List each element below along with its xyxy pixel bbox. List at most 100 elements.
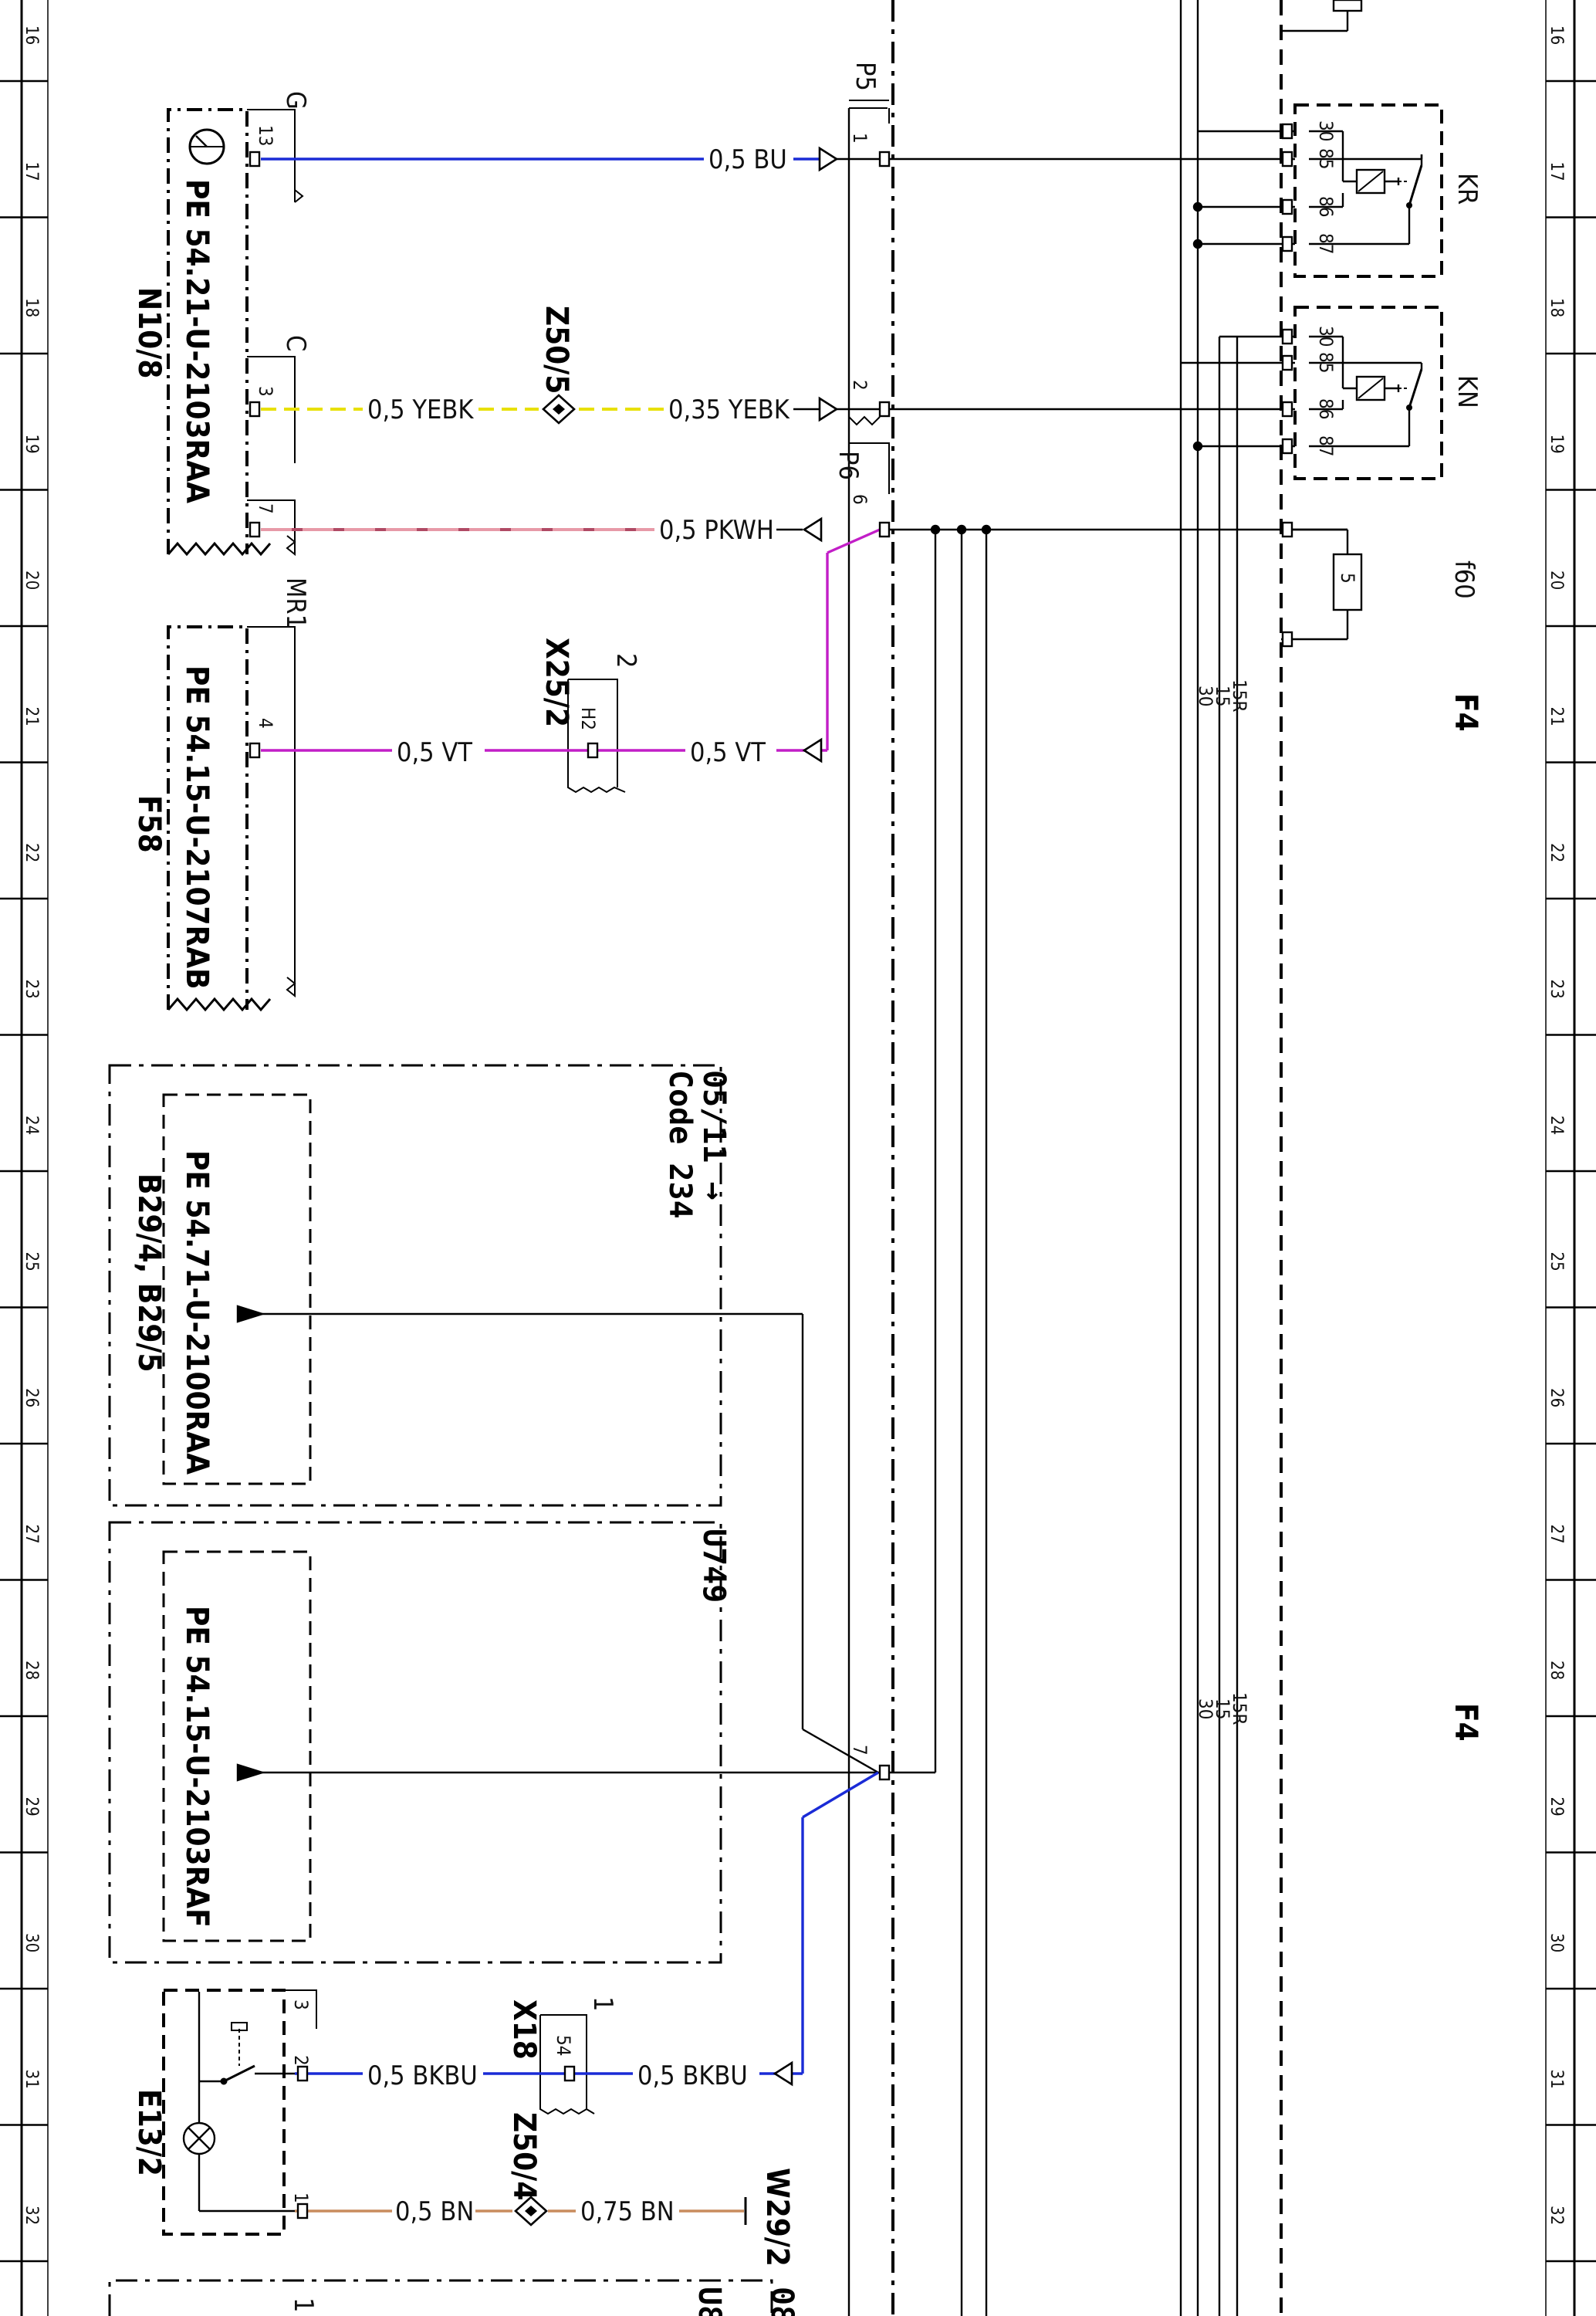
- terminal-pin-2: [249, 521, 261, 538]
- ruler-label-left: 22: [22, 843, 41, 862]
- terminal-pin-19: [1281, 438, 1293, 455]
- x18-sub: 54: [553, 2035, 574, 2056]
- f58-pin4: 4: [255, 718, 276, 729]
- terminal-pin-5: [878, 401, 891, 418]
- ruler-label-right: 25: [1547, 1252, 1566, 1271]
- n10-8-pin3: 3: [255, 386, 276, 397]
- terminal-pin-14: [1281, 198, 1293, 215]
- terminal-pin-8: [587, 742, 599, 759]
- ruler-label-left: 20: [22, 571, 41, 590]
- e13-2-pin2: 2: [290, 2055, 312, 2066]
- wire-label-yebk-2: 0,35 YEBK: [668, 394, 790, 425]
- terminal-pin-3: [249, 742, 261, 759]
- b29-code-date: 05/11 →: [696, 1070, 732, 1200]
- ruler-label-left: 25: [22, 1252, 41, 1271]
- ruler-label-right: 28: [1547, 1661, 1566, 1680]
- relay-kr: [1293, 103, 1443, 278]
- n10-8-pin7: 7: [255, 503, 276, 514]
- ruler-label-left: 31: [22, 2070, 41, 2089]
- wire-violet-e: [827, 528, 881, 554]
- ruler-label-right: 22: [1547, 843, 1566, 862]
- terminal-pin-11: [296, 2203, 309, 2220]
- ruler-label-left: 29: [22, 1797, 41, 1817]
- ruler-label-right: 32: [1547, 2206, 1566, 2225]
- terminal-pin-7: [878, 1764, 891, 1781]
- wire-labels: 0,5 BU 0,5 YEBK 0,35 YEBK 0,5 PKWH 0,5 V…: [367, 144, 790, 2227]
- b29-code: Code 234: [662, 1070, 698, 1219]
- u749-name: U749: [696, 1529, 732, 1603]
- n10-8-name: N10/8: [131, 287, 167, 378]
- ruler-label-left: 26: [22, 1388, 41, 1407]
- frame-bottom-partial: [108, 2279, 773, 2316]
- e13-2-pin3: 3: [290, 1999, 312, 2010]
- n10-8-conn-g: G: [280, 91, 311, 110]
- ruler-label-left: 21: [22, 707, 41, 726]
- ruler-label-right: 18: [1547, 298, 1566, 317]
- ruler-label-right: 23: [1547, 980, 1566, 999]
- splice-z50-4-dot: [525, 2206, 537, 2216]
- wire-label-yebk-1: 0,5 YEBK: [367, 394, 474, 425]
- ruler-label-left: 30: [22, 1933, 41, 1952]
- x25-2-sub: H2: [577, 707, 599, 730]
- fuse-f60: [880, 524, 1363, 641]
- ruler-right: [1545, 0, 1576, 2316]
- f58-conn-mr1: MR1: [280, 577, 311, 629]
- p5-name: P5: [850, 62, 881, 91]
- wire-label-vt-1: 0,5 VT: [397, 737, 472, 768]
- terminal-pin-10: [296, 2065, 309, 2082]
- ruler-label-right: 31: [1547, 2070, 1566, 2089]
- frame-u749: [108, 1521, 722, 1964]
- bus-top-30: 30: [1195, 686, 1216, 706]
- wire-blue-bkbu-e: [802, 1771, 879, 1819]
- ruler-label-right: 24: [1547, 1116, 1566, 1135]
- terminal-pin-15: [1281, 235, 1293, 252]
- ruler-label-right: 26: [1547, 1388, 1566, 1407]
- kn-t86: 86: [1315, 398, 1337, 419]
- kn-t30: 30: [1315, 326, 1337, 347]
- connector-x18-box: [539, 2014, 595, 2115]
- p5-pin2: 2: [849, 380, 871, 391]
- terminal-pin-13: [1281, 151, 1293, 168]
- x18-pin: 1: [587, 1996, 618, 2011]
- connector-arrow-p6-6: [802, 516, 823, 543]
- component-f58: [167, 625, 296, 1012]
- bottom-pin-1: 1: [288, 2297, 319, 2312]
- z50-5-name: Z50/5: [539, 306, 574, 394]
- z50-4-name: Z50/4: [506, 2112, 542, 2200]
- wire-label-bn-2: 0,75 BN: [580, 2196, 675, 2227]
- wire-label-pkwh: 0,5 PKWH: [659, 515, 774, 546]
- ruler-label-right: 21: [1547, 707, 1566, 726]
- bus-top-15r: 15R: [1229, 679, 1250, 712]
- u749-ref: PE 54.15-U-2103RAF: [179, 1606, 215, 1928]
- e13-2-pin1: 1: [290, 2192, 312, 2203]
- ruler-left: [20, 0, 49, 2316]
- connector-arrow-x18: [773, 2060, 793, 2087]
- n10-8-pin13: 13: [255, 125, 276, 146]
- terminal-pin-18: [1281, 401, 1293, 418]
- ruler-label-left: 24: [22, 1116, 41, 1135]
- ruler-label-left: 28: [22, 1661, 41, 1680]
- b29-ref: PE 54.71-U-2100RAA: [179, 1150, 215, 1475]
- n10-8-conn-c: C: [280, 335, 311, 351]
- ruler-label-right: 29: [1547, 1797, 1566, 1817]
- connector-arrow-p5-2: [818, 396, 839, 422]
- p6-name: P6: [833, 451, 864, 480]
- kn-t85: 85: [1315, 352, 1337, 373]
- wire-label-bu: 0,5 BU: [708, 144, 787, 175]
- ruler-label-right: 17: [1547, 162, 1566, 181]
- labels: PE 54.21-U-2103RAA N10/8 PE 54.15-U-2107…: [131, 62, 1483, 2316]
- w29-2-name: W29/2: [759, 2168, 795, 2267]
- terminal-pin-12: [1281, 123, 1293, 140]
- bus-top-15: 15: [1212, 686, 1233, 706]
- ruler-label-right: 19: [1547, 435, 1566, 454]
- ruler-label-left: 23: [22, 980, 41, 999]
- x25-2-name: X25/2: [539, 638, 574, 727]
- terminal-pin-1: [249, 401, 261, 418]
- x25-2-pin: 2: [610, 653, 641, 668]
- n10-8-ref: PE 54.21-U-2103RAA: [179, 179, 215, 503]
- ruler-label-right: 27: [1547, 1525, 1566, 1544]
- p6-bracket: [849, 442, 890, 494]
